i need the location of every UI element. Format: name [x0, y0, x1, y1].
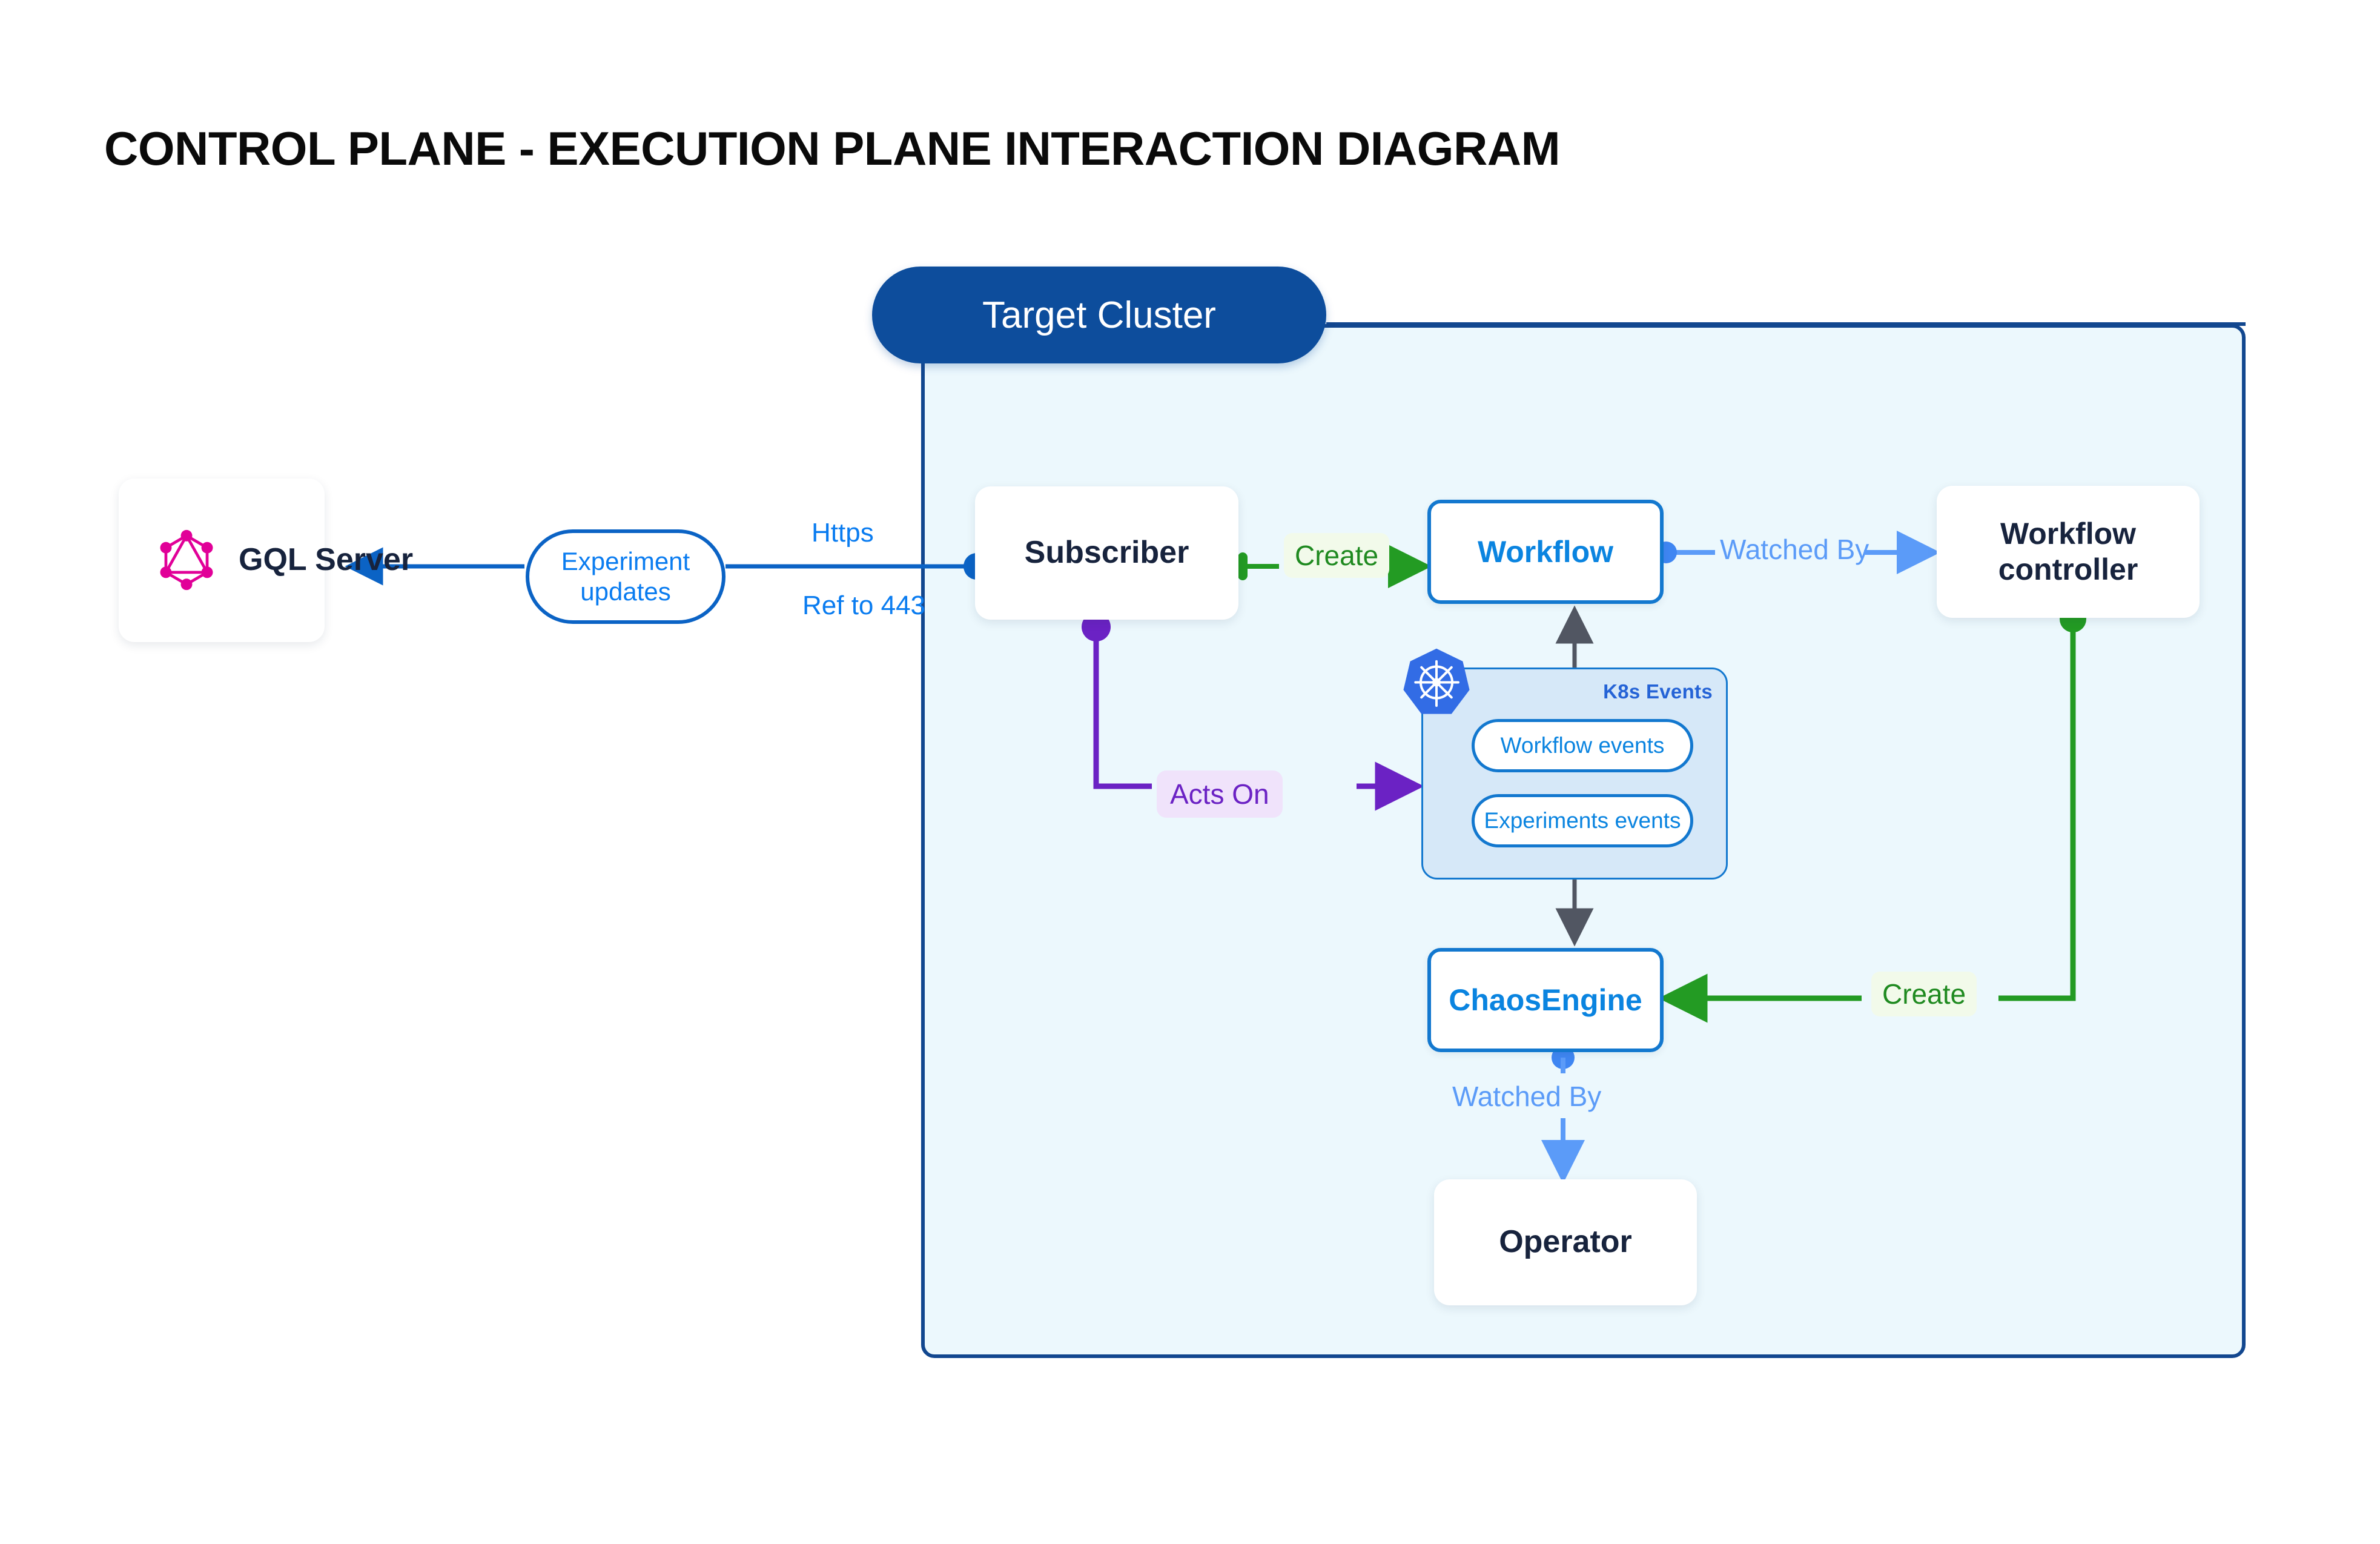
experiment-updates-line2: updates: [580, 577, 671, 606]
edge-label-acts-on: Acts On: [1157, 770, 1283, 818]
k8s-pill-workflow-events[interactable]: Workflow events: [1472, 719, 1693, 772]
kubernetes-icon: [1403, 648, 1470, 714]
node-gql-server-label: GQL Server: [239, 542, 414, 578]
experiment-updates-line1: Experiment: [561, 547, 690, 576]
edge-label-watched-by-controller: Watched By: [1720, 534, 1869, 565]
edge-label-create-workflow: Create: [1284, 533, 1390, 578]
edge-label-create-chaosengine: Create: [1871, 972, 1977, 1016]
edge-label-https: Https: [812, 518, 874, 548]
node-workflow-label: Workflow: [1477, 534, 1614, 569]
node-subscriber[interactable]: Subscriber: [975, 486, 1238, 620]
node-gql-server[interactable]: GQL Server: [119, 479, 413, 642]
node-workflow-controller[interactable]: Workflow controller: [1937, 486, 2200, 618]
wfc-line2: controller: [1998, 552, 2138, 586]
node-workflow-controller-label: Workflow controller: [1998, 516, 2138, 588]
edge-label-ref-to-443: Ref to 443: [802, 591, 926, 620]
edge-label-experiment-updates: Experiment updates: [526, 529, 726, 624]
node-operator-label: Operator: [1499, 1224, 1632, 1260]
k8s-pill-experiments-events[interactable]: Experiments events: [1472, 794, 1693, 847]
node-chaosengine-label: ChaosEngine: [1449, 982, 1642, 1017]
target-cluster-label[interactable]: Target Cluster: [872, 267, 1326, 363]
node-workflow[interactable]: Workflow: [1427, 500, 1664, 604]
wfc-line1: Workflow: [2000, 517, 2137, 551]
k8s-events-panel: K8s Events Workflow events Experiments e…: [1403, 648, 1728, 880]
node-subscriber-label: Subscriber: [1024, 535, 1189, 571]
node-operator[interactable]: Operator: [1434, 1179, 1697, 1305]
k8s-events-caption: K8s Events: [1603, 680, 1713, 703]
graphql-icon: [160, 529, 213, 591]
edge-label-watched-by-operator: Watched By: [1452, 1081, 1602, 1112]
node-chaosengine[interactable]: ChaosEngine: [1427, 948, 1664, 1052]
page-title: CONTROL PLANE - EXECUTION PLANE INTERACT…: [104, 122, 1561, 175]
